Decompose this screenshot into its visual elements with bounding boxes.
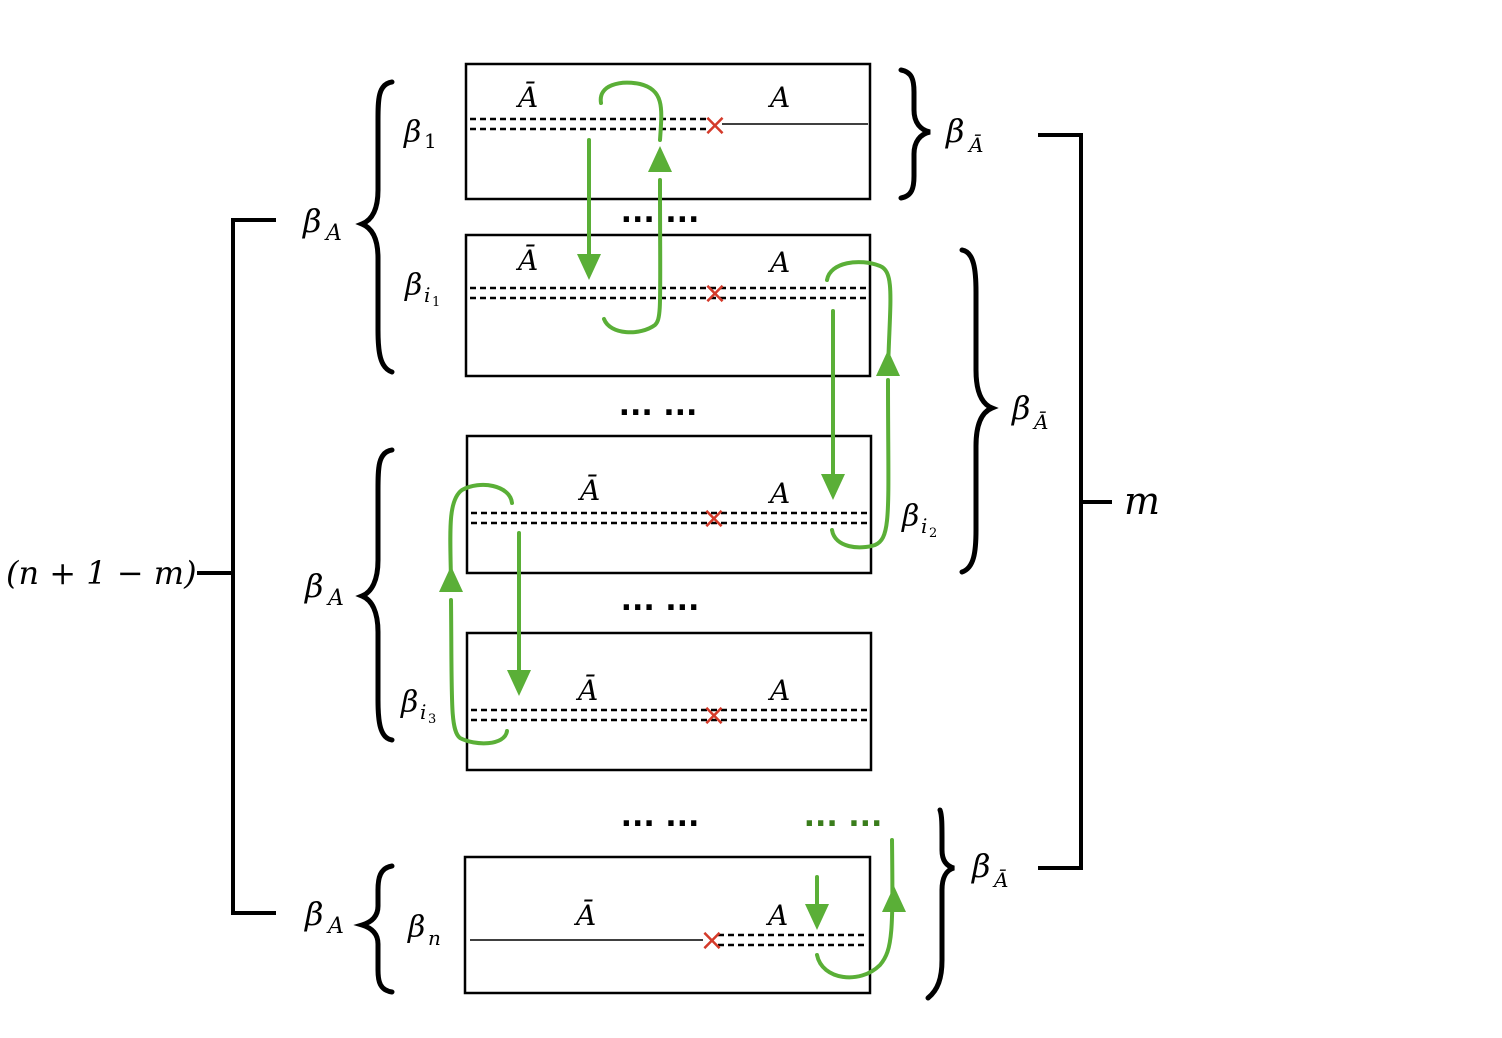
svg-text:Ā: Ā xyxy=(967,133,983,157)
svg-text:i: i xyxy=(420,700,426,724)
svg-text:β: β xyxy=(1011,389,1031,427)
region-a-label: A xyxy=(765,899,788,932)
right-brace-label-3: β Ā xyxy=(971,847,1008,892)
arrow-down-icon xyxy=(821,474,845,500)
region-abar-label: Ā xyxy=(575,674,598,707)
arrow-down-icon xyxy=(805,904,829,930)
svg-text:1: 1 xyxy=(424,129,437,153)
svg-text:β: β xyxy=(945,112,965,150)
svg-text:A: A xyxy=(326,914,344,939)
svg-text:β: β xyxy=(901,499,919,534)
box-row-2: Ā A xyxy=(464,233,872,378)
cross-mark-icon: × xyxy=(701,501,726,536)
left-brace-label-3: β A xyxy=(304,895,344,939)
arrow-up-icon xyxy=(648,146,672,172)
svg-text:3: 3 xyxy=(428,712,436,727)
region-a-label: A xyxy=(767,81,790,114)
right-brace-label-1: β Ā xyxy=(945,112,983,157)
ellipsis-green: ... ... xyxy=(804,799,883,834)
ellipsis: ... ... xyxy=(621,799,700,834)
region-a-label: A xyxy=(767,246,790,279)
ellipsis: ... ... xyxy=(621,583,700,618)
region-a-label: A xyxy=(767,674,790,707)
svg-text:2: 2 xyxy=(929,526,937,541)
cross-mark-icon: × xyxy=(699,923,724,958)
right-brace-3 xyxy=(925,807,955,1001)
svg-text:β: β xyxy=(404,268,422,303)
svg-text:Ā: Ā xyxy=(1032,410,1048,434)
cross-mark-icon: × xyxy=(702,108,727,143)
ellipsis: ... ... xyxy=(619,388,698,423)
svg-text:i: i xyxy=(424,283,430,307)
outer-right-bracket xyxy=(1038,133,1083,870)
left-brace-label-2: β A xyxy=(304,567,344,611)
arrowheads xyxy=(439,146,906,930)
svg-text:β: β xyxy=(971,847,991,885)
svg-text:β: β xyxy=(400,685,418,720)
row-beta-label-i2: β i 2 xyxy=(901,499,937,541)
arrow-down-icon xyxy=(507,670,531,696)
svg-text:β: β xyxy=(304,567,324,605)
box-row-3: Ā A xyxy=(465,434,873,575)
svg-text:β: β xyxy=(407,910,425,945)
row-beta-label-i1: β i 1 xyxy=(404,268,440,310)
region-abar-label: Ā xyxy=(515,244,538,277)
right-brace-label-2: β Ā xyxy=(1011,389,1048,434)
svg-text:1: 1 xyxy=(432,295,440,310)
region-abar-label: Ā xyxy=(573,899,596,932)
svg-text:A: A xyxy=(324,221,342,246)
region-abar-label: Ā xyxy=(577,474,600,507)
right-brace-1 xyxy=(898,67,931,201)
svg-text:β: β xyxy=(403,115,421,150)
box-row-5: Ā A xyxy=(463,855,872,995)
cross-mark-icon: × xyxy=(701,698,726,733)
outer-left-bracket xyxy=(231,218,276,915)
outer-right-label: m xyxy=(1124,479,1160,523)
arrow-down-icon xyxy=(577,254,601,280)
svg-text:Ā: Ā xyxy=(992,868,1008,892)
svg-text:A: A xyxy=(326,586,344,611)
svg-text:β: β xyxy=(304,895,324,933)
row-beta-label-1: β 1 xyxy=(403,115,437,153)
box-row-4: Ā A xyxy=(465,631,873,772)
left-brace-1 xyxy=(355,79,395,375)
down-up-arrow-icon xyxy=(448,80,895,980)
svg-text:i: i xyxy=(921,514,927,538)
row-beta-label-i3: β i 3 xyxy=(400,685,436,727)
region-a-label: A xyxy=(767,477,790,510)
svg-text:n: n xyxy=(428,926,441,950)
right-brace-2 xyxy=(959,247,999,575)
box-row-1: Ā A xyxy=(464,62,872,201)
region-abar-label: Ā xyxy=(515,81,538,114)
left-brace-3 xyxy=(353,863,395,995)
left-brace-label-1: β A xyxy=(302,202,342,246)
svg-text:β: β xyxy=(302,202,322,240)
outer-left-label: (n + 1 − m) xyxy=(6,554,197,592)
arrow-up-icon xyxy=(876,350,900,376)
row-beta-label-n: β n xyxy=(407,910,441,950)
left-brace-2 xyxy=(355,447,395,743)
arrow-up-icon xyxy=(439,566,463,592)
cross-mark-icon: × xyxy=(702,276,727,311)
arrow-up-icon xyxy=(882,886,906,912)
